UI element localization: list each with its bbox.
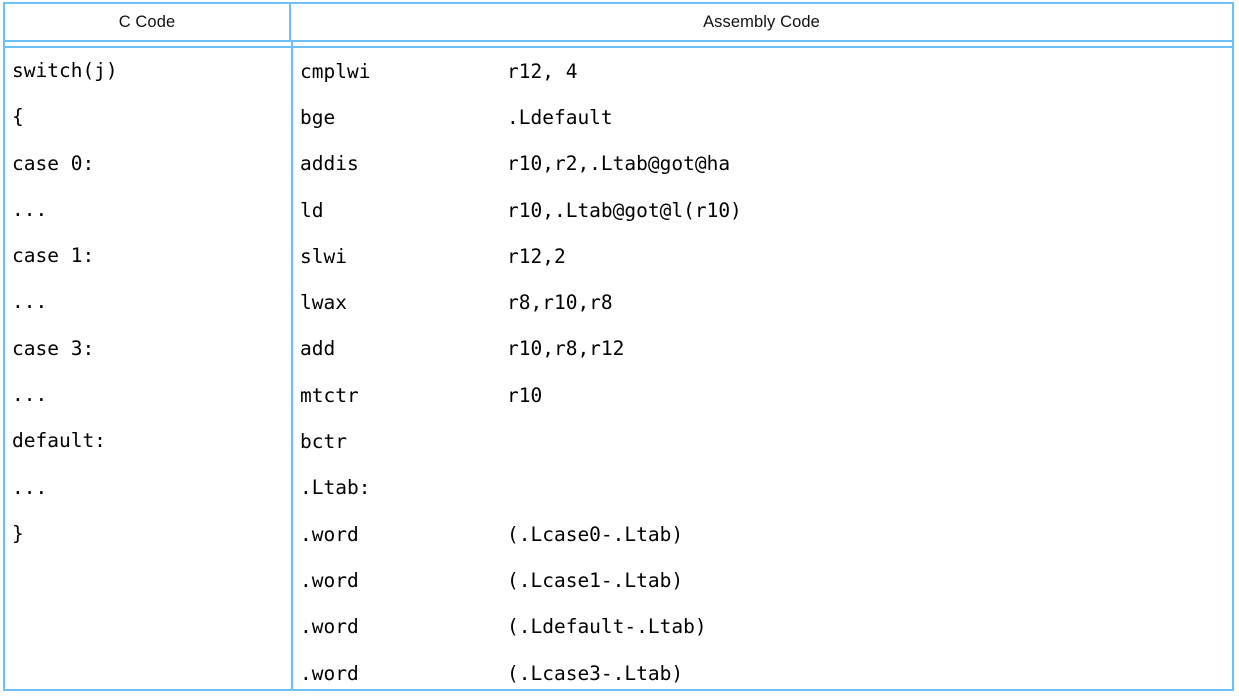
assembly-mnemonic: cmplwi xyxy=(300,59,371,83)
assembly-operands: (.Ldefault-.Ltab) xyxy=(507,615,707,639)
assembly-operands: r12, 4 xyxy=(507,59,578,83)
assembly-mnemonic: bge xyxy=(300,105,336,129)
assembly-operands: r10,r2,.Ltab@got@ha xyxy=(507,152,731,176)
assembly-mnemonic: ld xyxy=(300,198,324,222)
assembly-code-line: .word (.Lcase3-.Ltab) xyxy=(300,650,1234,696)
assembly-mnemonic: bctr xyxy=(300,430,347,454)
assembly-mnemonic: addis xyxy=(300,152,359,176)
c-code-line: case 0: xyxy=(12,151,95,175)
assembly-operands: (.Lcase1-.Ltab) xyxy=(507,568,684,592)
assembly-operands: (.Lcase0-.Ltab) xyxy=(507,522,684,546)
c-code-line: ... xyxy=(12,197,48,221)
header-rule-top xyxy=(5,40,1232,42)
assembly-mnemonic: mtctr xyxy=(300,383,359,407)
assembly-mnemonic: lwax xyxy=(300,291,347,315)
code-comparison-table: C Code Assembly Code switch(j) { case 0:..… xyxy=(3,2,1234,691)
assembly-operands: r10,r8,r12 xyxy=(507,337,625,361)
assembly-code-line: .word (.Ldefault-.Ltab) xyxy=(300,604,1234,650)
column-divider xyxy=(291,48,293,689)
assembly-code-line: lwax r8,r10,r8 xyxy=(300,279,1234,325)
assembly-mnemonic: .word xyxy=(300,615,359,639)
c-code-line: default: xyxy=(12,429,106,453)
c-code-line: ... xyxy=(12,290,48,314)
c-code-line xyxy=(12,650,291,696)
assembly-code-column: cmplwi r12, 4 bge .Ldefault addis r10,r2,.Lta… xyxy=(293,48,1234,696)
assembly-mnemonic: .word xyxy=(300,522,359,546)
column-divider-segment xyxy=(291,40,293,48)
assembly-code-line: mtctr r10 xyxy=(300,372,1234,418)
assembly-code-line: bge .Ldefault xyxy=(300,94,1234,140)
c-code-line: } xyxy=(12,521,24,545)
c-code-column: switch(j) { case 0:... case 1:... case 3:...… xyxy=(5,48,291,696)
c-code-line xyxy=(12,604,291,650)
table-header-row: C Code Assembly Code xyxy=(5,4,1232,40)
assembly-operands: r10 xyxy=(507,383,543,407)
column-header-assembly-code: Assembly Code xyxy=(703,12,820,31)
assembly-operands: .Ldefault xyxy=(507,105,613,129)
assembly-operands: r12,2 xyxy=(507,244,566,268)
assembly-operands: r8,r10,r8 xyxy=(507,291,613,315)
assembly-code-line: cmplwi r12, 4 xyxy=(300,48,1234,94)
c-code-line: case 3: xyxy=(12,336,95,360)
assembly-operands: r10,.Ltab@got@l(r10) xyxy=(507,198,742,222)
assembly-code-line: add r10,r8,r12 xyxy=(300,326,1234,372)
assembly-mnemonic: .Ltab: xyxy=(300,476,371,500)
header-rule-bottom xyxy=(5,46,1232,48)
assembly-code-line: .Ltab: xyxy=(300,465,1234,511)
c-code-line: { xyxy=(12,105,24,129)
assembly-mnemonic: .word xyxy=(300,661,359,685)
c-code-line xyxy=(12,557,291,603)
assembly-code-line: .word (.Lcase1-.Ltab) xyxy=(300,557,1234,603)
column-header-c-code: C Code xyxy=(5,4,291,40)
assembly-mnemonic: .word xyxy=(300,568,359,592)
header-double-rule xyxy=(5,40,1232,48)
c-code-line: case 1: xyxy=(12,244,95,268)
assembly-operands: (.Lcase3-.Ltab) xyxy=(507,661,684,685)
table-body: switch(j) { case 0:... case 1:... case 3:...… xyxy=(5,48,1232,689)
assembly-mnemonic: add xyxy=(300,337,336,361)
assembly-code-line: ld r10,.Ltab@got@l(r10) xyxy=(300,187,1234,233)
assembly-code-line: bctr xyxy=(300,418,1234,464)
assembly-code-line: slwi r12,2 xyxy=(300,233,1234,279)
assembly-code-line: .word (.Lcase0-.Ltab) xyxy=(300,511,1234,557)
c-code-line: ... xyxy=(12,383,48,407)
assembly-code-line: addis r10,r2,.Ltab@got@ha xyxy=(300,141,1234,187)
c-code-line: switch(j) xyxy=(12,59,118,82)
assembly-mnemonic: slwi xyxy=(300,244,347,268)
c-code-line: ... xyxy=(12,475,48,499)
